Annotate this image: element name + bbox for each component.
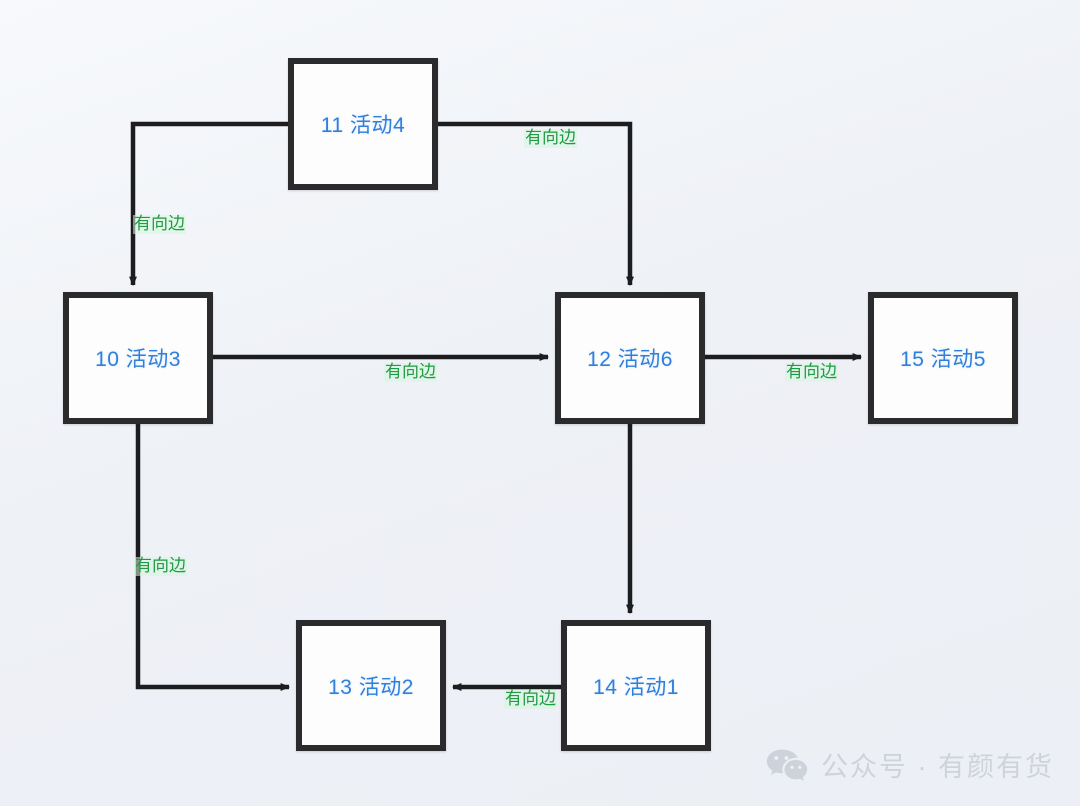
watermark-text: 公众号 · 有颜有货 (821, 752, 1054, 782)
wechat-icon (766, 749, 808, 781)
node-11-label: 11 活动4 (320, 114, 406, 137)
node-13[interactable]: 13 活动2 (296, 620, 446, 751)
node-15[interactable]: 15 活动5 (868, 292, 1018, 424)
node-10-label: 10 活动3 (95, 348, 181, 371)
node-13-label: 13 活动2 (328, 675, 414, 699)
edge-11-to-12 (438, 121, 634, 287)
node-14[interactable]: 14 活动1 (561, 620, 711, 751)
node-11[interactable]: 11 活动4 (288, 58, 438, 190)
edge-10-to-13 (135, 424, 291, 691)
edge-11-to-10 (129, 121, 288, 287)
node-15-label: 15 活动5 (900, 348, 986, 371)
edge-label-11-to-12: 有向边 (524, 128, 577, 148)
edge-label-12-to-15: 有向边 (785, 362, 838, 382)
edge-label-10-to-12: 有向边 (384, 362, 437, 382)
node-14-label: 14 活动1 (593, 675, 679, 699)
watermark: 公众号 · 有颜有货 (766, 745, 1054, 784)
edge-label-10-to-13: 有向边 (134, 556, 187, 576)
edge-label-11-to-10: 有向边 (133, 214, 186, 234)
node-10[interactable]: 10 活动3 (63, 292, 213, 424)
node-12[interactable]: 12 活动6 (555, 292, 705, 424)
node-12-label: 12 活动6 (587, 348, 673, 371)
edge-label-14-to-13: 有向边 (504, 689, 557, 709)
